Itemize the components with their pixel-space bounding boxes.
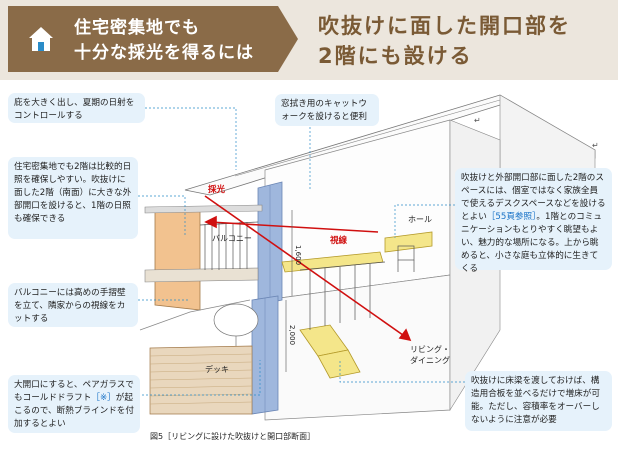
return-mark-1: ↵	[474, 116, 481, 125]
balcony-floor	[144, 267, 259, 283]
dimension-lines	[285, 210, 293, 372]
neighbor-house	[139, 299, 251, 331]
balcony-wall	[154, 209, 201, 311]
header-left-panel	[8, 6, 278, 72]
header-left-line1: 住宅密集地でも	[74, 18, 200, 38]
balcony-eave	[144, 204, 263, 214]
header-band: 住宅密集地でも 十分な採光を得るには 吹抜けに面した開口部を 2階にも設ける	[0, 0, 618, 80]
return-mark-2: ↵	[592, 141, 599, 150]
label-hall: ホール	[408, 215, 432, 224]
label-deck: デッキ	[205, 365, 229, 374]
label-sight: 視線	[330, 236, 348, 246]
note-catwalk: 窓拭き用のキャットウォークを設けると便利	[275, 94, 379, 126]
label-dining: ダイニング	[410, 356, 450, 365]
sight-arrow	[204, 215, 379, 233]
stair	[299, 324, 361, 379]
label-light: 採光	[208, 185, 226, 195]
header-left-line2: 十分な採光を得るには	[74, 43, 254, 63]
stair-rail	[299, 261, 386, 330]
dimension-lower: 2,000	[288, 325, 296, 346]
dimension-upper: 1,600	[294, 245, 302, 266]
label-balcony: バルコニー	[212, 234, 252, 243]
label-living: リビング・	[410, 345, 450, 354]
hall-desk	[384, 231, 433, 253]
figure-caption: 図5［リビングに設けた吹抜けと開口部断面］	[150, 432, 316, 441]
balcony-rail	[199, 221, 259, 270]
house-icon	[29, 27, 53, 51]
upper-wall	[264, 119, 451, 301]
deck-boards	[149, 353, 253, 405]
note-upper-space: 吹抜けと外部開口部に面した2階のスペースには、個室ではなく家族全員で使えるデスク…	[455, 168, 612, 274]
header-right-line2: 2階にも設ける	[318, 44, 473, 68]
ref-link-55[interactable]: ［55頁参照］	[486, 212, 537, 222]
deck	[149, 345, 253, 415]
header-arrow	[278, 6, 298, 72]
note-balcony-rail: バルコニーには高めの手摺壁を立て、隣家からの視線をカットする	[8, 283, 138, 327]
light-arrow	[204, 195, 412, 342]
note-eaves: 庇を大きく出し、夏期の日射をコントロールする	[8, 93, 145, 123]
roof-line	[234, 99, 501, 177]
header-right-line1: 吹抜けに面した開口部を	[318, 14, 571, 38]
ref-mark: ［※］	[91, 393, 116, 403]
note-upper-light: 住宅密集地でも2階は比較的日照を確保しやすい。吹抜けに面した2階（南面）に大きな…	[8, 157, 138, 239]
note-large-opening: 大開口にすると、ペアガラスでもコールドドラフト［※］が起こるので、断熱ブラインド…	[8, 375, 140, 433]
leader-lines	[138, 107, 465, 396]
note-floor-grating: 吹抜けに床梁を渡しておけば、構造用合板を並べるだけで増床が可能。ただし、容積率を…	[465, 371, 612, 431]
hall-chair	[397, 245, 415, 272]
